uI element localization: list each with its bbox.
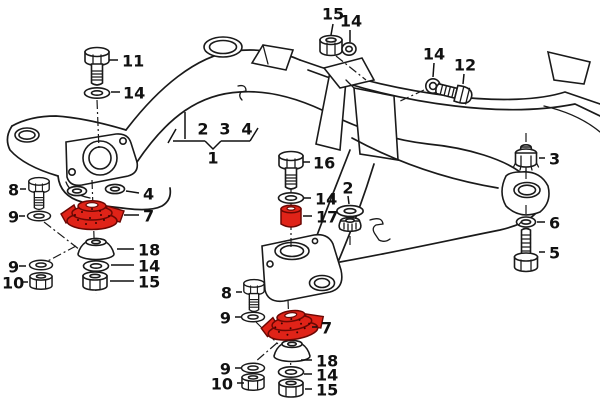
label-2: 2: [342, 179, 353, 198]
label-3: 3: [549, 150, 560, 169]
nut-10-bottom: [241, 372, 265, 392]
bolt-8-left: [28, 176, 50, 211]
sheet-clip: [369, 218, 391, 242]
subframe-outline: [6, 36, 600, 303]
rubber-mount-7-bottom: [258, 305, 327, 345]
washer-9-bottom-upper: [240, 311, 266, 323]
bolt-12: [435, 82, 473, 105]
label-15-top: 15: [322, 5, 344, 24]
grommet-part-2: [338, 216, 362, 233]
washer-14-top-left: [83, 87, 111, 99]
washer-part-2: [336, 204, 364, 218]
label-assembly-2: 2: [197, 120, 208, 139]
bushing-17: [280, 204, 302, 228]
label-4: 4: [143, 185, 154, 204]
nut-10-left: [29, 271, 53, 291]
rubber-mount-7-left: [60, 200, 125, 231]
washer-9-left-lower: [28, 259, 54, 271]
label-assembly-1: 1: [207, 149, 218, 168]
washer-14-center: [277, 192, 305, 204]
label-14-top: 14: [340, 12, 362, 31]
label-12: 12: [454, 56, 476, 75]
label-assembly-3: 3: [219, 120, 230, 139]
label-10-left: 10: [2, 274, 24, 293]
bolt-8-bottom: [243, 278, 265, 313]
washer-14-left: [82, 259, 110, 273]
bolt-5: [513, 227, 539, 273]
highlighted-parts: [60, 200, 327, 345]
assembly-bracket: 2 3 4 1: [167, 112, 259, 168]
label-5: 5: [549, 244, 560, 263]
fasteners: [26, 34, 540, 398]
label-10-bottom: 10: [211, 375, 233, 394]
bolt-11: [84, 46, 110, 86]
label-9-bottom-upper: 9: [220, 309, 231, 328]
bolt-16: [278, 150, 304, 190]
label-9-left-lower: 9: [8, 258, 19, 277]
label-17: 17: [316, 208, 338, 227]
label-assembly-4: 4: [241, 120, 252, 139]
label-15-left: 15: [138, 273, 160, 292]
label-16: 16: [313, 154, 335, 173]
label-14-bottom: 14: [316, 366, 338, 385]
sheet-clip-small: [237, 84, 247, 101]
label-6: 6: [549, 214, 560, 233]
label-18-left: 18: [138, 241, 160, 260]
nut-15-top: [319, 34, 343, 57]
label-9-bottom-lower: 9: [220, 360, 231, 379]
nut-3: [512, 144, 540, 173]
label-8-bottom: 8: [221, 284, 232, 303]
nut-15-bottom: [278, 378, 304, 398]
washer-14-bottom: [277, 365, 305, 379]
label-7-bottom: 7: [321, 319, 332, 338]
washer-6: [515, 216, 537, 228]
label-8-left: 8: [8, 181, 19, 200]
washer-9-left-upper: [26, 210, 52, 222]
washer-4-a: [66, 185, 88, 197]
washer-14-top-center: [341, 41, 357, 56]
cup-18-bottom: [273, 339, 311, 363]
label-14-top-left: 14: [123, 84, 145, 103]
label-11: 11: [122, 52, 144, 71]
label-14-center: 14: [315, 190, 337, 209]
cup-18-left: [77, 237, 115, 261]
callout-labels: 15 14 11 14 14 12 3 6 5 16 14 17 2 8 9 4…: [2, 5, 560, 400]
label-18-bottom: 18: [316, 352, 338, 371]
washer-9-bottom-lower: [240, 362, 266, 374]
washer-4-b: [104, 183, 126, 195]
label-15-bottom: 15: [316, 381, 338, 400]
nut-15-left: [82, 271, 108, 291]
label-14-left: 14: [138, 257, 160, 276]
label-9-left-upper: 9: [8, 208, 19, 227]
label-7-left: 7: [143, 207, 154, 226]
label-14-top-right: 14: [423, 45, 445, 64]
